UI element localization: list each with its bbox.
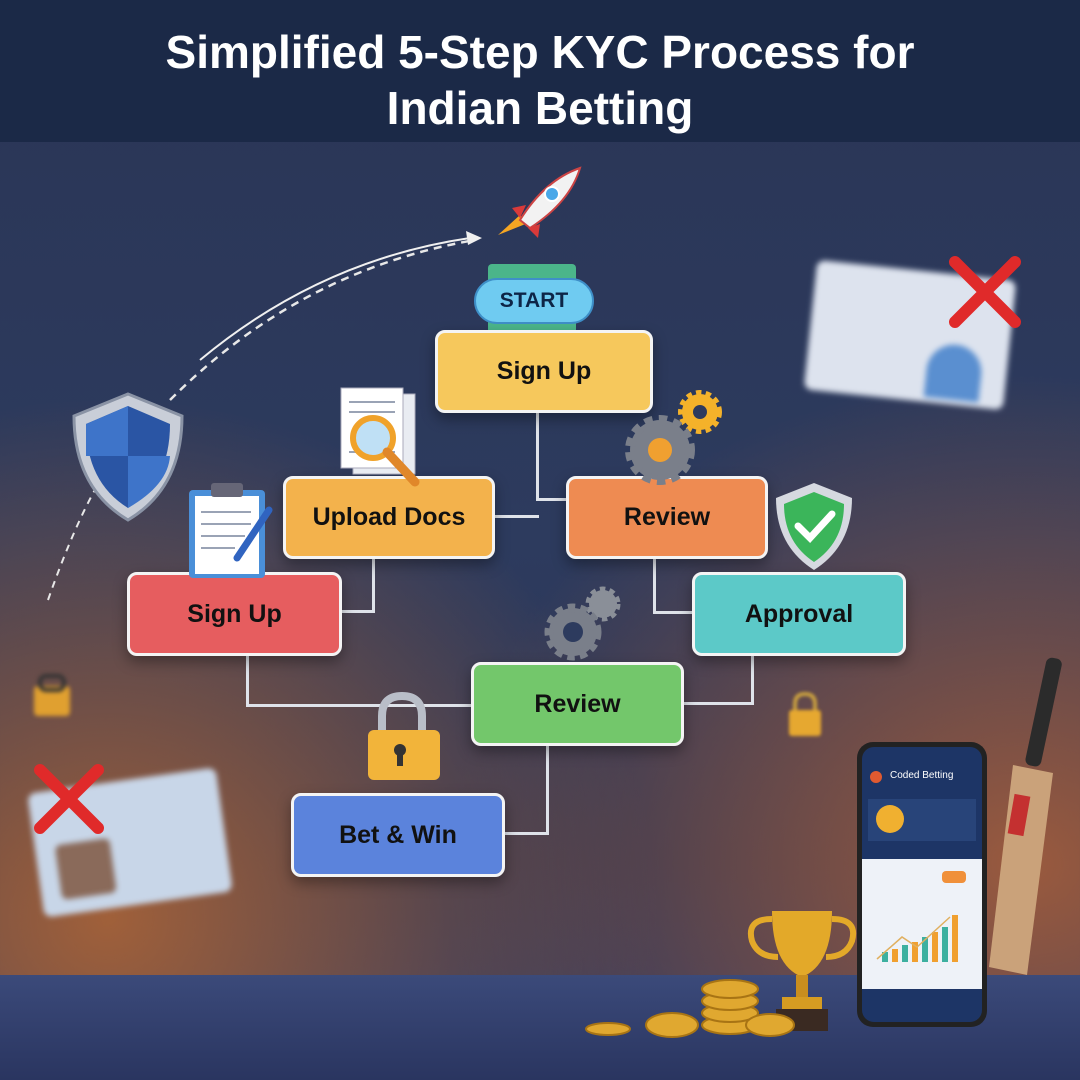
start-badge: START	[474, 278, 594, 324]
connector	[494, 515, 539, 518]
title-banner: Simplified 5-Step KYC Process for Indian…	[0, 0, 1080, 142]
document-search-icon	[340, 387, 420, 487]
connector	[340, 610, 375, 613]
title-line-1: Simplified 5-Step KYC Process for	[165, 26, 915, 78]
padlock-icon	[368, 691, 440, 780]
connector	[246, 704, 473, 707]
title-line-2: Indian Betting	[386, 82, 694, 134]
red-x-icon	[34, 764, 104, 834]
step-review-orange: Review	[566, 476, 768, 559]
connector	[546, 744, 549, 834]
connector	[372, 556, 375, 612]
rocket-icon	[498, 166, 582, 238]
connector	[653, 556, 656, 613]
step-sign-up-red: Sign Up	[127, 572, 342, 656]
phone-mockup: Coded Betting	[857, 742, 987, 1027]
gears-icon	[625, 390, 722, 485]
connector	[536, 498, 568, 501]
connector	[246, 654, 249, 706]
trophy-icon	[748, 911, 856, 1031]
gears-icon-small	[544, 586, 621, 661]
clipboard-icon	[189, 483, 273, 578]
step-bet-and-win: Bet & Win	[291, 793, 505, 877]
cricket-bat-icon	[989, 657, 1062, 975]
step-upload-docs: Upload Docs	[283, 476, 495, 559]
step-review-green: Review	[471, 662, 684, 746]
red-x-icon	[949, 256, 1021, 328]
connector	[503, 832, 549, 835]
phone-chart	[876, 915, 958, 962]
shield-icon	[72, 392, 184, 522]
step-sign-up-top: Sign Up	[435, 330, 653, 413]
connector	[653, 611, 695, 614]
phone-app-name: Coded Betting	[890, 770, 954, 781]
padlock-icon-blurred	[789, 691, 821, 736]
check-shield-icon	[776, 483, 852, 570]
lock-icon-blurred	[34, 674, 70, 716]
coins-icon	[585, 979, 795, 1038]
connector	[751, 654, 754, 704]
connector	[536, 410, 539, 500]
connector	[682, 702, 754, 705]
step-approval: Approval	[692, 572, 906, 656]
